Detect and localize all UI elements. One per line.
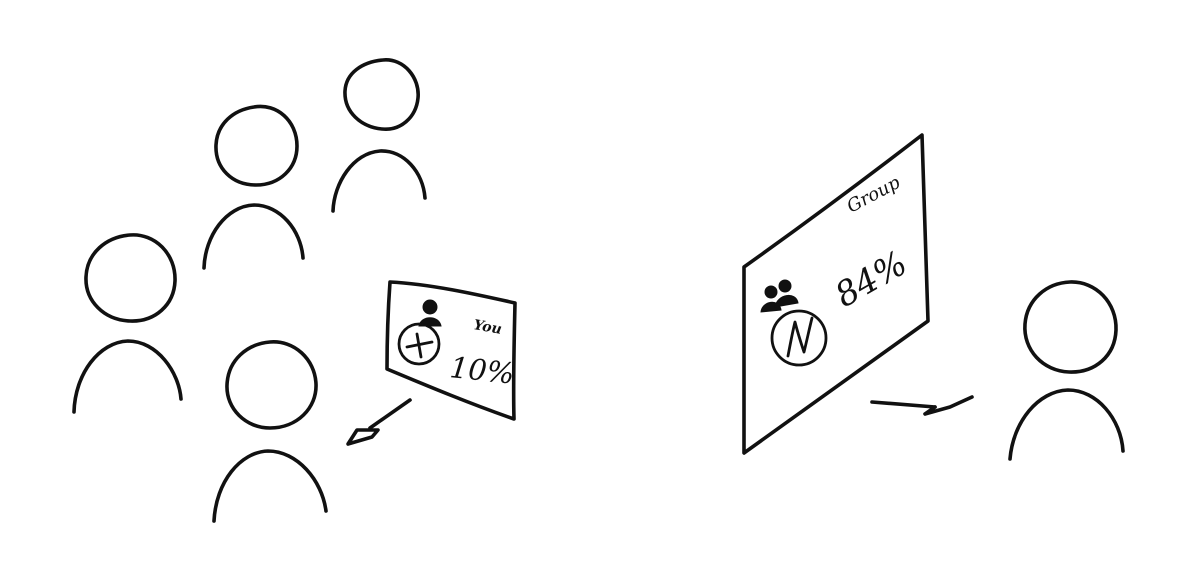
group-label: Group (843, 172, 904, 217)
arrow-you-to-person (346, 398, 412, 446)
n-logo-icon (770, 309, 828, 367)
person-figure-bottom (212, 340, 328, 523)
plus-badge-icon (397, 322, 441, 366)
you-percent: 10% (448, 350, 516, 391)
arrow-group-to-person (870, 395, 974, 416)
person-figure-left (72, 233, 183, 414)
person-figure-top-right (331, 58, 427, 213)
you-panel: You 10% (385, 280, 517, 421)
you-label: You (472, 317, 503, 338)
person-figure-top-middle (202, 104, 305, 270)
person-figure-right (1008, 280, 1125, 461)
group-percent: 84% (829, 243, 914, 315)
people-icon (760, 279, 799, 313)
person-icon (418, 299, 442, 327)
